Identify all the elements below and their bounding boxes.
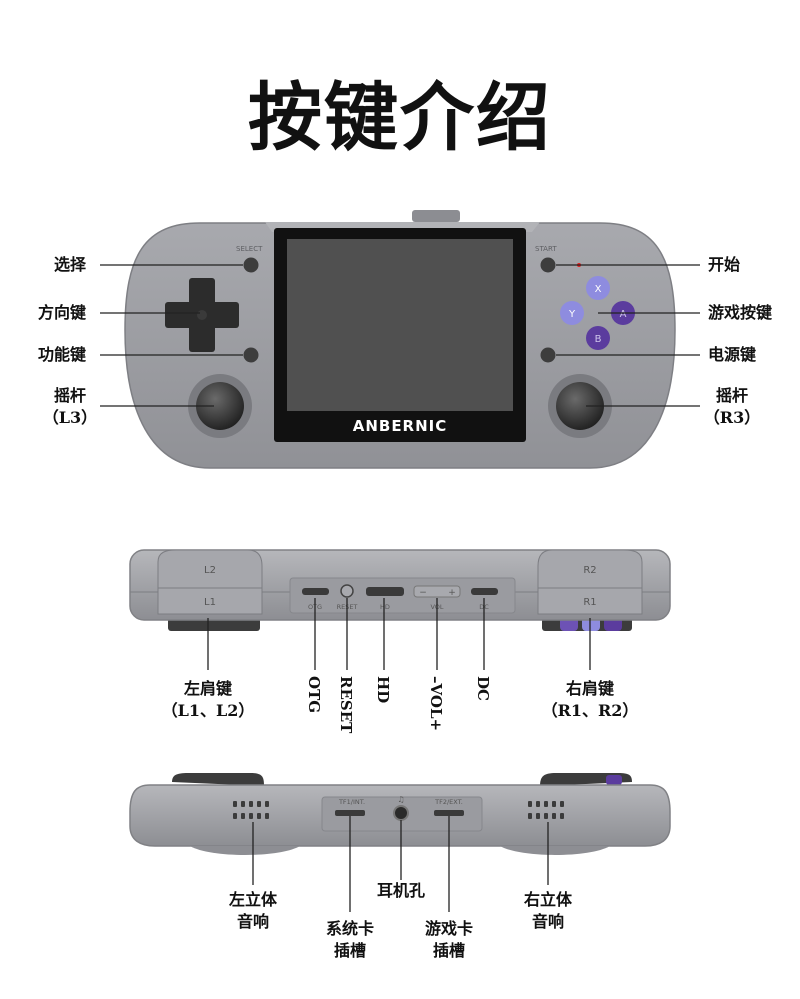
- label-right-shoulder-line1: 右肩键: [565, 679, 614, 698]
- label-left-stick-line1: 摇杆: [53, 386, 86, 405]
- x-button[interactable]: [586, 276, 610, 300]
- label-system-card: 系统卡 插槽: [310, 918, 390, 962]
- label-right-shoulder: 右肩键 （R1、R2）: [520, 678, 660, 722]
- label-game-card: 游戏卡 插槽: [409, 918, 489, 962]
- label-right-stick: 摇杆 （R3）: [700, 385, 764, 429]
- label-headphone: 耳机孔: [376, 881, 425, 900]
- b-button[interactable]: [586, 326, 610, 350]
- bottom-face-peek: [606, 775, 622, 785]
- anbernic-logo: ANBERNIC: [353, 417, 448, 435]
- select-button[interactable]: [243, 257, 259, 273]
- label-otg: OTG: [305, 676, 323, 714]
- left-shoulder-body[interactable]: [157, 549, 263, 615]
- tf1-print: TF1/INT.: [338, 798, 365, 806]
- bottom-leader-lines: [252, 816, 549, 912]
- hd-port[interactable]: [366, 587, 404, 596]
- power-button[interactable]: [540, 347, 556, 363]
- label-right-stick-line1: 摇杆: [715, 386, 748, 405]
- volume-rocker[interactable]: [413, 585, 461, 598]
- label-hd: HD: [374, 676, 392, 704]
- vol-minus-print: −: [419, 588, 427, 598]
- top-leader-lines: [207, 598, 591, 670]
- label-left-stick-line2: （L3）: [42, 408, 98, 427]
- page-title: 按键介绍: [248, 75, 552, 161]
- label-power: 电源键: [708, 345, 757, 364]
- right-shoulder-body[interactable]: [537, 549, 643, 615]
- top-view: L2 L1 R2 R1 OTG RESET HD − + VOL DC: [129, 549, 671, 670]
- bottom-view: TF1/INT. ♫ TF2/EXT.: [129, 773, 671, 912]
- b-button-label: B: [595, 334, 602, 345]
- label-right-speaker-line2: 音响: [531, 912, 564, 931]
- label-left-shoulder-line2: （L1、L2）: [161, 701, 255, 720]
- select-print: SELECT: [236, 245, 263, 253]
- headphone-jack[interactable]: [393, 805, 409, 821]
- function-button[interactable]: [243, 347, 259, 363]
- label-function: 功能键: [38, 345, 87, 364]
- l1-print: L1: [204, 597, 216, 608]
- vol-plus-print: +: [448, 588, 456, 598]
- otg-port[interactable]: [302, 588, 329, 595]
- start-print: START: [535, 245, 557, 253]
- label-right-speaker: 右立体 音响: [508, 889, 588, 933]
- label-left-speaker: 左立体 音响: [213, 889, 293, 933]
- label-system-card-line2: 插槽: [333, 941, 366, 960]
- label-right-stick-line2: （R3）: [703, 408, 761, 427]
- label-right-shoulder-line2: （R1、R2）: [541, 701, 639, 720]
- label-left-shoulder-line1: 左肩键: [183, 679, 232, 698]
- label-start: 开始: [708, 255, 741, 274]
- label-left-stick: 摇杆 （L3）: [40, 385, 100, 429]
- dpad[interactable]: [165, 278, 239, 352]
- label-vol: –VOL+: [427, 676, 445, 732]
- start-button[interactable]: [540, 257, 556, 273]
- a-button-label: A: [620, 309, 627, 320]
- label-right-speaker-line1: 右立体: [523, 890, 572, 909]
- x-button-label: X: [595, 284, 602, 295]
- label-reset: RESET: [337, 676, 355, 734]
- label-system-card-line1: 系统卡: [325, 919, 374, 938]
- reset-button[interactable]: [340, 584, 354, 598]
- front-view: ANBERNIC SELECT START: [100, 210, 700, 469]
- l2-print: L2: [204, 565, 216, 576]
- top-vent-tab: [412, 210, 460, 222]
- left-grip-buttons: [168, 618, 260, 631]
- front-leader-lines: [100, 264, 700, 407]
- bottom-left-grip: [172, 773, 264, 786]
- dc-port[interactable]: [471, 588, 498, 595]
- tf2-print: TF2/EXT.: [434, 798, 463, 806]
- screen: [287, 239, 513, 411]
- right-stick[interactable]: [548, 374, 612, 438]
- bottom-foot-right: [500, 846, 610, 855]
- label-left-speaker-line1: 左立体: [228, 890, 277, 909]
- y-button-label: Y: [568, 309, 576, 320]
- tf1-slot[interactable]: [335, 810, 365, 816]
- label-left-speaker-line2: 音响: [236, 912, 269, 931]
- y-button[interactable]: [560, 301, 584, 325]
- left-speaker-grille: [233, 801, 269, 819]
- left-stick[interactable]: [188, 374, 252, 438]
- r2-print: R2: [583, 565, 596, 576]
- label-dpad: 方向键: [38, 303, 87, 322]
- tf2-slot[interactable]: [434, 810, 464, 816]
- r1-print: R1: [583, 597, 596, 608]
- label-dc: DC: [474, 676, 492, 701]
- bottom-foot-left: [190, 846, 300, 855]
- headphone-icon: ♫: [397, 795, 404, 804]
- label-left-shoulder: 左肩键 （L1、L2）: [138, 678, 278, 722]
- hd-print: HD: [380, 603, 390, 611]
- label-game-card-line2: 插槽: [432, 941, 465, 960]
- label-game-buttons: 游戏按键: [708, 303, 773, 322]
- right-speaker-grille: [528, 801, 564, 819]
- label-select: 选择: [54, 255, 87, 274]
- label-game-card-line1: 游戏卡: [424, 919, 473, 938]
